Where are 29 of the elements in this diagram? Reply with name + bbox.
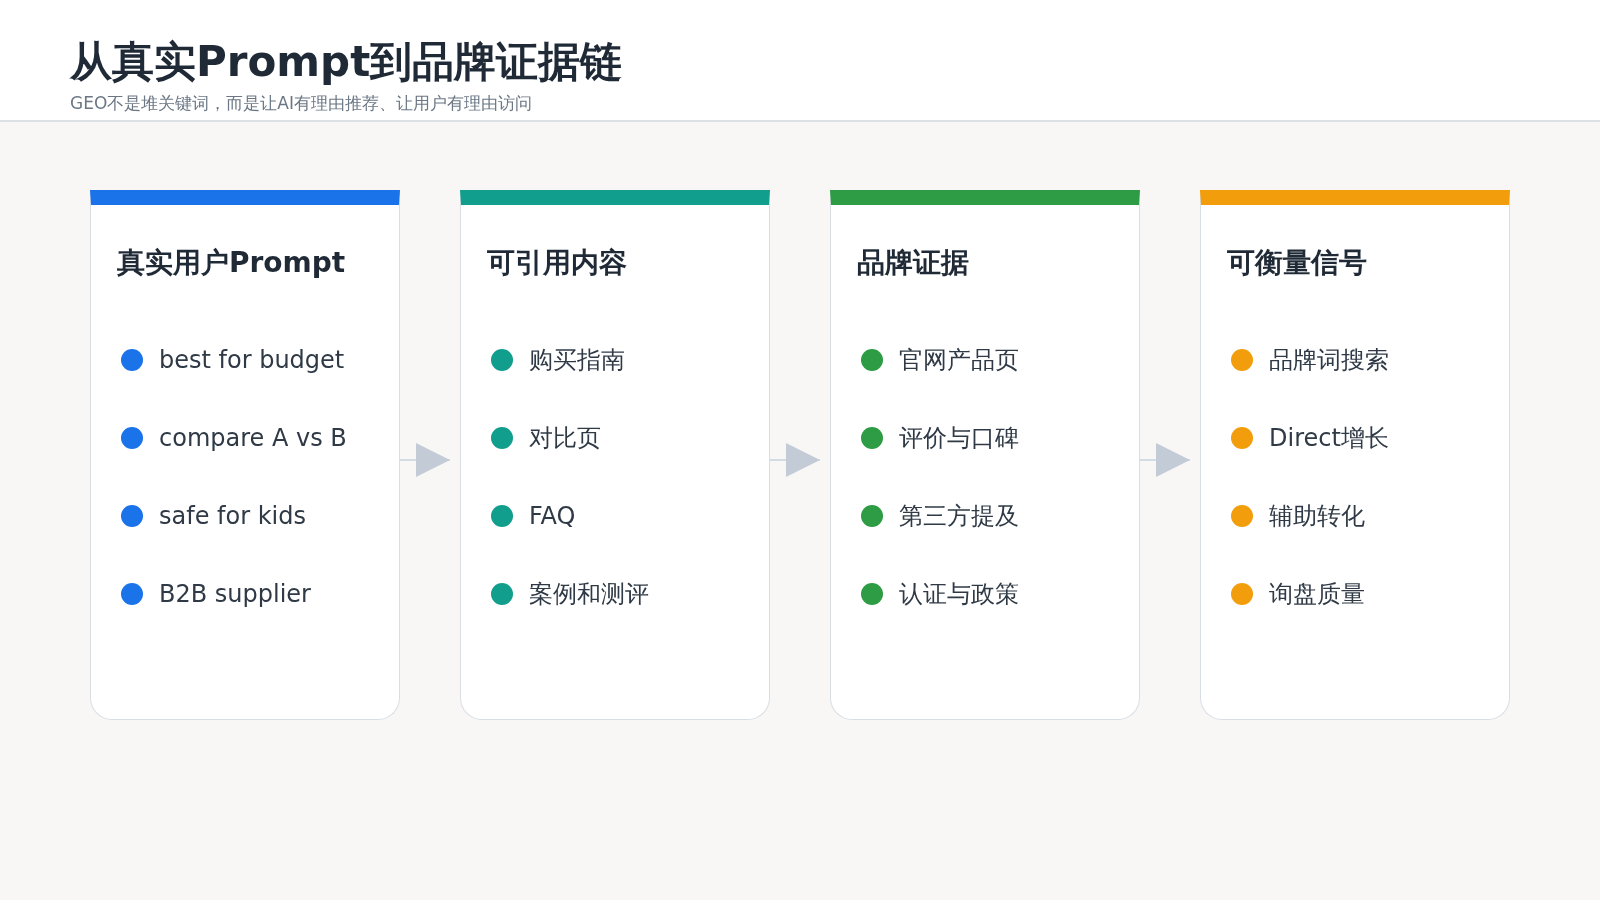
list-item-text: 辅助转化 [1269,501,1365,532]
list-item-text: 评价与口碑 [899,423,1019,454]
card-heading: 可引用内容 [487,245,627,281]
list-item-text: Direct增长 [1269,423,1389,454]
card [1200,190,1510,720]
list-item-text: 官网产品页 [899,345,1019,376]
card [830,190,1140,720]
list-item-text: 询盘质量 [1269,579,1365,610]
list-item-text: 第三方提及 [899,501,1019,532]
list-item-text: B2B supplier [159,579,311,610]
list-item-text: 对比页 [529,423,601,454]
card [90,190,400,720]
list-item-text: compare A vs B [159,423,347,454]
subtitle: GEO不是堆关键词，而是让AI有理由推荐、让用户有理由访问 [70,92,532,114]
card-heading: 品牌证据 [857,245,969,281]
list-item-text: FAQ [529,501,576,532]
list-item-text: best for budget [159,345,345,376]
list-item-text: 案例和测评 [529,579,649,610]
arrow [769,443,821,477]
list-item-text: 购买指南 [529,345,625,376]
card-heading: 真实用户Prompt [117,245,346,281]
arrow [1139,443,1191,477]
list-item-text: safe for kids [159,501,306,532]
card-heading: 可衡量信号 [1227,245,1367,281]
list-item-text: 品牌词搜索 [1269,345,1389,376]
title: 从真实Prompt到品牌证据链 [70,36,623,88]
list-item-text: 认证与政策 [899,579,1019,610]
card [460,190,770,720]
arrow [399,443,451,477]
